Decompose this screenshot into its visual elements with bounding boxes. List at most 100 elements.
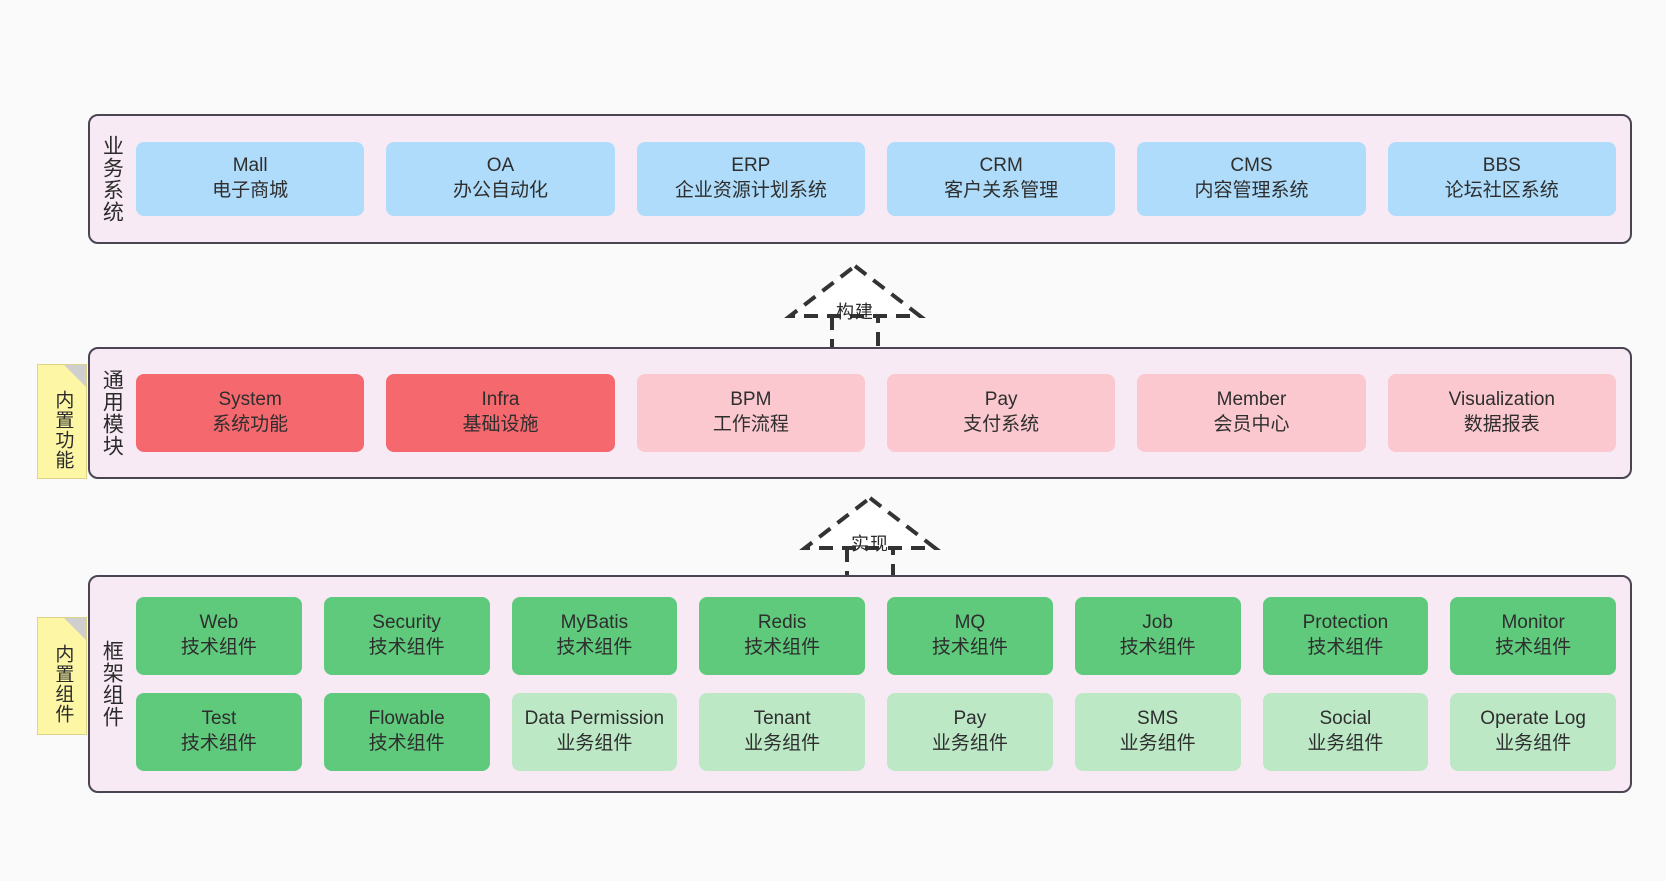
- node-subtitle: 业务组件: [1495, 733, 1572, 754]
- node-title: BBS: [1482, 155, 1521, 177]
- node-row: Web 技术组件 Security 技术组件 MyBatis 技术组件 Redi…: [136, 597, 1616, 675]
- node-protection[interactable]: Protection 技术组件: [1262, 597, 1429, 675]
- note-text: 内置功能: [52, 389, 74, 470]
- node-redis[interactable]: Redis 技术组件: [699, 597, 865, 675]
- node-title: CRM: [979, 155, 1023, 177]
- node-subtitle: 业务组件: [931, 733, 1008, 754]
- node-sms[interactable]: SMS 业务组件: [1074, 693, 1241, 771]
- node-title: SMS: [1137, 708, 1179, 730]
- node-title: MQ: [954, 612, 986, 634]
- node-subtitle: 业务组件: [1307, 733, 1384, 754]
- layer-business-systems: 业务系统 Mall 电子商城 OA 办公自动化 ERP 企业资源计划系统 CRM…: [88, 114, 1632, 244]
- node-title: System: [218, 389, 282, 411]
- node-title: Member: [1216, 389, 1287, 411]
- layer-body-framework-components: Web 技术组件 Security 技术组件 MyBatis 技术组件 Redi…: [132, 577, 1630, 791]
- node-title: Pay: [953, 708, 987, 730]
- node-infra[interactable]: Infra 基础设施: [386, 374, 615, 452]
- node-title: Monitor: [1501, 612, 1565, 634]
- node-subtitle: 技术组件: [368, 733, 445, 754]
- connector-realize-arrow: 实现: [775, 490, 965, 590]
- node-title: Tenant: [753, 708, 811, 730]
- node-visualization[interactable]: Visualization 数据报表: [1387, 374, 1616, 452]
- node-cms[interactable]: CMS 内容管理系统: [1137, 142, 1366, 216]
- layer-label-business-systems: 业务系统: [100, 135, 124, 223]
- node-tenant[interactable]: Tenant 业务组件: [699, 693, 865, 771]
- node-title: ERP: [731, 155, 771, 177]
- node-title: CMS: [1230, 155, 1273, 177]
- node-oa[interactable]: OA 办公自动化: [386, 142, 615, 216]
- node-title: Redis: [757, 612, 807, 634]
- note-builtin-features: 内置功能: [37, 364, 87, 479]
- node-operate-log[interactable]: Operate Log 业务组件: [1450, 693, 1616, 771]
- node-title: Flowable: [368, 708, 445, 730]
- layer-body-common-modules: System 系统功能 Infra 基础设施 BPM 工作流程 Pay 支付系统…: [132, 349, 1630, 477]
- node-subtitle: 技术组件: [556, 637, 633, 658]
- node-title: OA: [486, 155, 515, 177]
- node-subtitle: 电子商城: [212, 180, 289, 201]
- node-web[interactable]: Web 技术组件: [136, 597, 302, 675]
- node-subtitle: 业务组件: [744, 733, 821, 754]
- node-monitor[interactable]: Monitor 技术组件: [1450, 597, 1616, 675]
- node-member[interactable]: Member 会员中心: [1137, 374, 1366, 452]
- node-test[interactable]: Test 技术组件: [136, 693, 302, 771]
- node-row: Test 技术组件 Flowable 技术组件 Data Permission …: [136, 693, 1616, 771]
- node-title: Job: [1142, 612, 1173, 634]
- node-title: Visualization: [1448, 389, 1555, 411]
- node-subtitle: 支付系统: [963, 414, 1040, 435]
- node-title: Pay: [984, 389, 1018, 411]
- node-subtitle: 技术组件: [1119, 637, 1196, 658]
- node-title: Security: [372, 612, 441, 634]
- node-flowable[interactable]: Flowable 技术组件: [323, 693, 490, 771]
- node-subtitle: 技术组件: [1495, 637, 1572, 658]
- node-subtitle: 技术组件: [180, 733, 257, 754]
- node-data-permission[interactable]: Data Permission 业务组件: [511, 693, 678, 771]
- node-subtitle: 业务组件: [556, 733, 633, 754]
- node-subtitle: 技术组件: [1307, 637, 1384, 658]
- node-bpm[interactable]: BPM 工作流程: [636, 374, 865, 452]
- connector-build-label: 构建: [836, 302, 874, 322]
- node-title: Data Permission: [524, 708, 665, 730]
- node-subtitle: 企业资源计划系统: [674, 180, 827, 201]
- node-social[interactable]: Social 业务组件: [1262, 693, 1429, 771]
- node-erp[interactable]: ERP 企业资源计划系统: [636, 142, 865, 216]
- layer-label-framework-components: 框架组件: [100, 640, 124, 728]
- node-subtitle: 工作流程: [712, 414, 789, 435]
- node-mq[interactable]: MQ 技术组件: [887, 597, 1053, 675]
- node-subtitle: 基础设施: [462, 414, 539, 435]
- node-title: Social: [1319, 708, 1372, 730]
- node-crm[interactable]: CRM 客户关系管理: [886, 142, 1116, 216]
- node-mybatis[interactable]: MyBatis 技术组件: [511, 597, 678, 675]
- node-subtitle: 论坛社区系统: [1444, 180, 1559, 201]
- node-subtitle: 技术组件: [744, 637, 821, 658]
- node-title: Web: [199, 612, 239, 634]
- node-system[interactable]: System 系统功能: [136, 374, 365, 452]
- layer-body-business-systems: Mall 电子商城 OA 办公自动化 ERP 企业资源计划系统 CRM 客户关系…: [132, 116, 1630, 242]
- node-pay-component[interactable]: Pay 业务组件: [887, 693, 1053, 771]
- node-subtitle: 内容管理系统: [1194, 180, 1309, 201]
- node-subtitle: 业务组件: [1119, 733, 1196, 754]
- node-subtitle: 客户关系管理: [944, 180, 1059, 201]
- node-subtitle: 会员中心: [1213, 414, 1290, 435]
- node-title: Mall: [232, 155, 268, 177]
- node-title: Infra: [481, 389, 520, 411]
- node-subtitle: 数据报表: [1463, 414, 1540, 435]
- connector-build-arrow: 构建: [760, 258, 950, 358]
- node-title: Test: [201, 708, 237, 730]
- layer-label-common-modules: 通用模块: [100, 369, 124, 457]
- node-security[interactable]: Security 技术组件: [323, 597, 490, 675]
- node-mall[interactable]: Mall 电子商城: [136, 142, 365, 216]
- node-pay-module[interactable]: Pay 支付系统: [886, 374, 1116, 452]
- node-title: MyBatis: [560, 612, 629, 634]
- node-row: System 系统功能 Infra 基础设施 BPM 工作流程 Pay 支付系统…: [136, 374, 1616, 452]
- node-subtitle: 技术组件: [180, 637, 257, 658]
- node-bbs[interactable]: BBS 论坛社区系统: [1387, 142, 1616, 216]
- node-title: Operate Log: [1480, 708, 1586, 730]
- note-builtin-components: 内置组件: [37, 617, 87, 735]
- node-row: Mall 电子商城 OA 办公自动化 ERP 企业资源计划系统 CRM 客户关系…: [136, 142, 1616, 216]
- connector-realize-label: 实现: [851, 534, 889, 554]
- node-job[interactable]: Job 技术组件: [1074, 597, 1241, 675]
- node-subtitle: 技术组件: [931, 637, 1008, 658]
- layer-common-modules: 通用模块 System 系统功能 Infra 基础设施 BPM 工作流程 Pay…: [88, 347, 1632, 479]
- node-subtitle: 办公自动化: [452, 180, 548, 201]
